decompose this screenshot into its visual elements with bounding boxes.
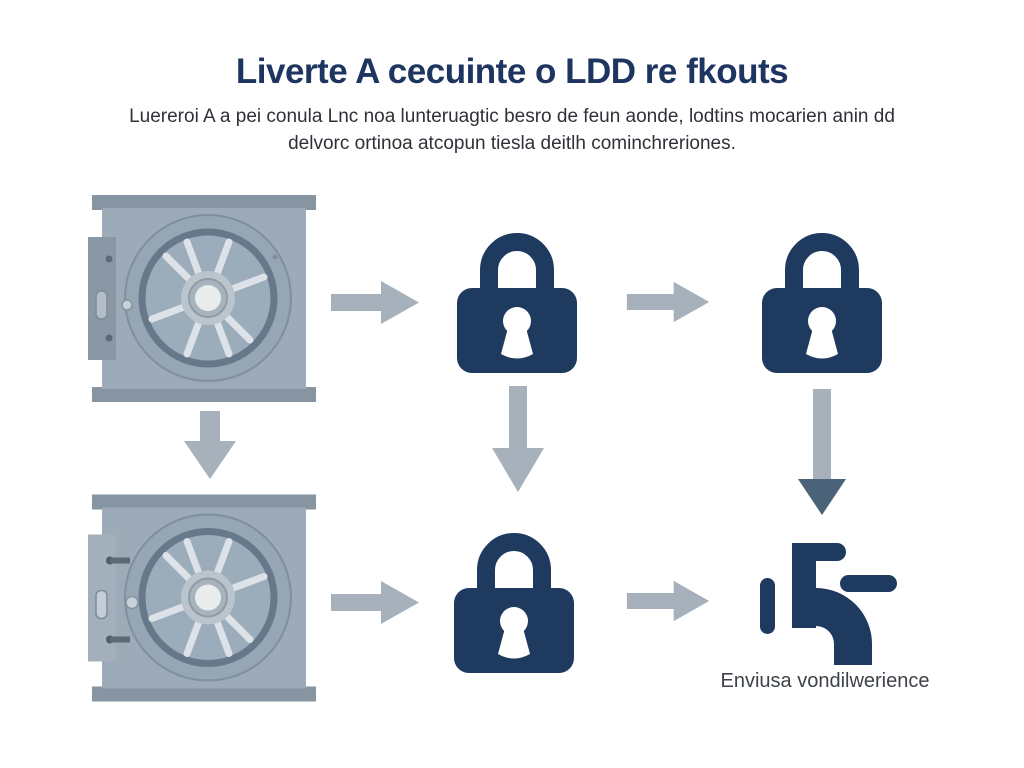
arrow-down-icon [492, 386, 544, 492]
padlock-icon [453, 218, 581, 373]
page-title: Liverte A cecuinte o LDD re fkouts [235, 52, 789, 91]
arrow-right-icon [626, 280, 712, 324]
padlock-icon [758, 218, 886, 373]
faucet-icon [752, 528, 897, 665]
subtitle-line-1: Luereroi A a pei conula Lnc noa lunterua… [129, 106, 895, 127]
padlock-icon [450, 518, 578, 673]
vault-icon [88, 195, 320, 402]
arrow-right-icon [626, 579, 712, 623]
arrow-down-dark-head-icon [798, 389, 846, 515]
page-subtitle: Luereroi A a pei conula Lnc noa lunterua… [0, 103, 1024, 157]
arrow-down-icon [184, 411, 236, 479]
arrow-right-icon [331, 579, 421, 626]
arrow-right-icon [331, 279, 421, 326]
faucet-caption: Enviusa vondilwerience [720, 670, 930, 692]
subtitle-line-2: delvorc ortinoa atcopun tiesla deitlh co… [288, 133, 736, 154]
vault-icon [88, 492, 320, 704]
